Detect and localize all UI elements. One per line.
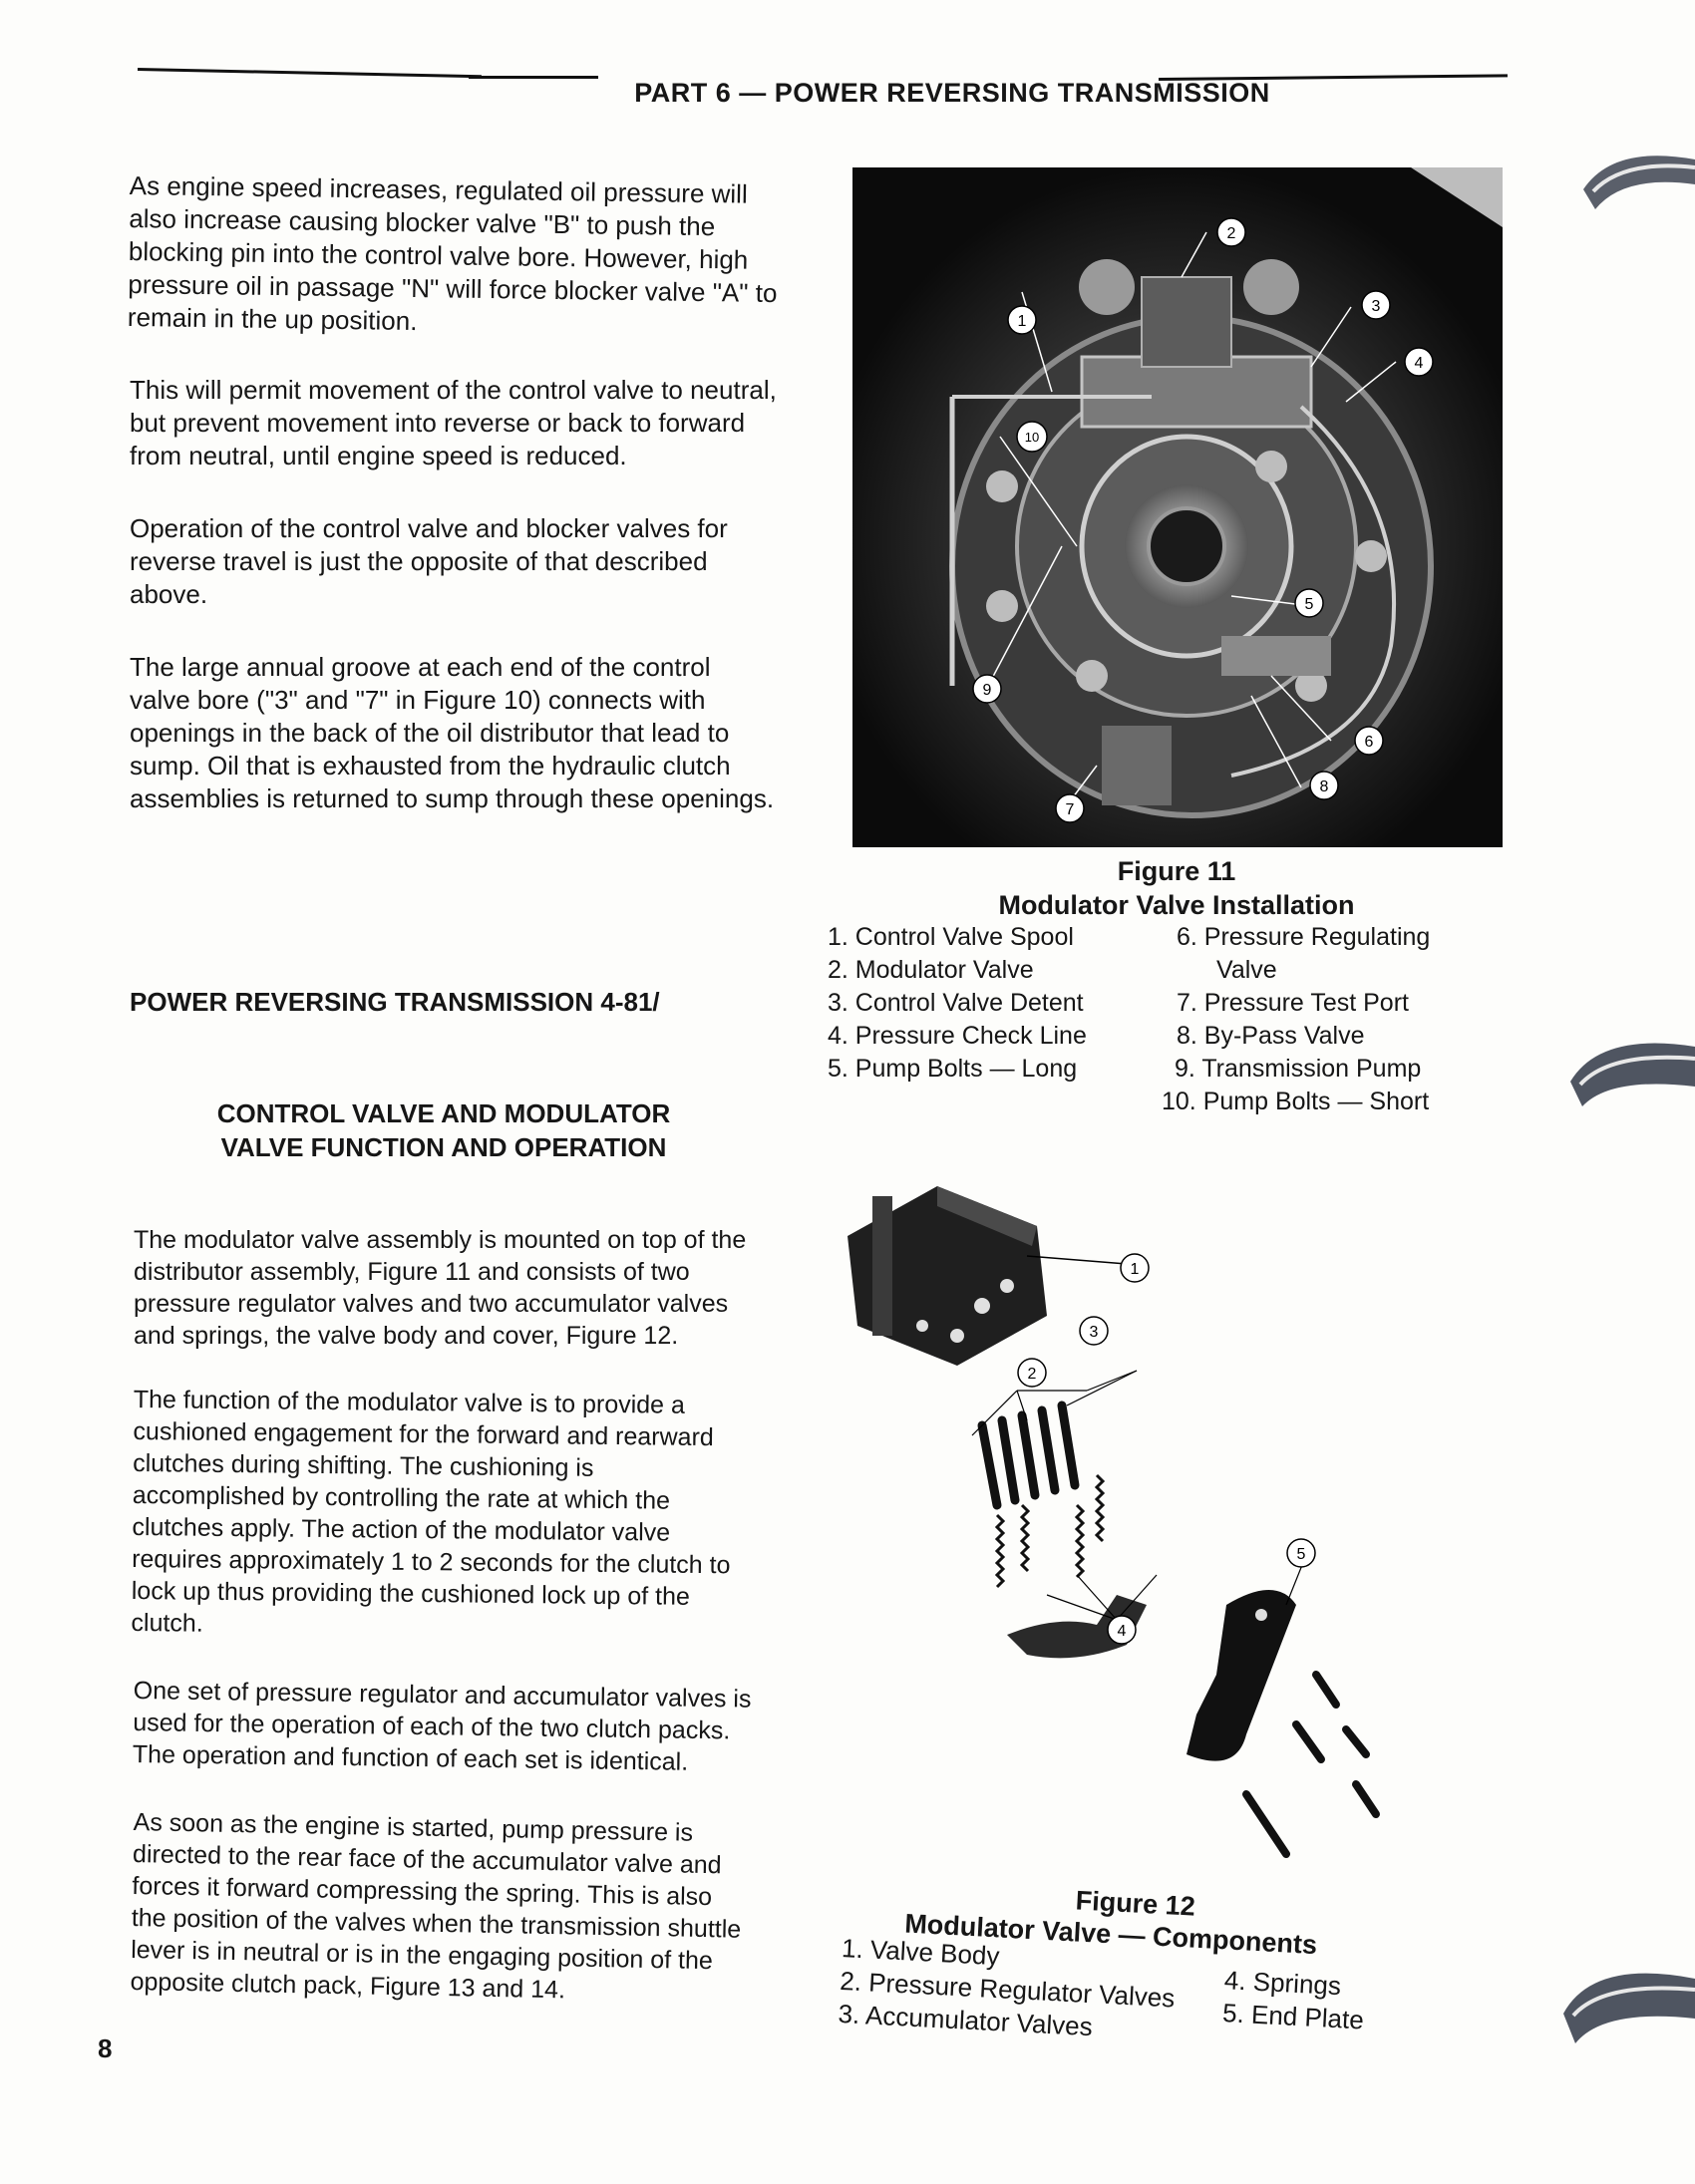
paragraph-5: The modulator valve assembly is mounted … — [134, 1226, 747, 1350]
section-heading-block: POWER REVERSING TRANSMISSION 4-81/ — [130, 985, 788, 1019]
binding-ring-top — [1583, 140, 1695, 234]
svg-text:3: 3 — [1372, 298, 1381, 315]
paragraph-2: This will permit movement of the control… — [130, 375, 777, 470]
callout-7: 7 — [1055, 793, 1085, 823]
legend-item: 6. Pressure Regulating — [1177, 923, 1431, 951]
legend-item: 3. Control Valve Detent — [828, 989, 1084, 1017]
paragraph-1: As engine speed increases, regulated oil… — [127, 169, 778, 337]
header-rule-left — [137, 68, 482, 79]
figure-11-callouts: 1 2 3 4 5 6 7 8 9 10 — [972, 217, 1434, 823]
left-column-bottom: The modulator valve assembly is mounted … — [130, 1224, 752, 2004]
header-rule-left-2 — [469, 76, 598, 79]
section-heading: POWER REVERSING TRANSMISSION 4-81/ — [130, 987, 660, 1017]
page-title: PART 6 — POWER REVERSING TRANSMISSION — [634, 78, 1270, 108]
legend-item: 10. Pump Bolts — Short — [1162, 1088, 1430, 1115]
figure-12-drawing: 1 2 3 4 5 — [818, 1176, 1416, 1884]
header-rule-right — [1158, 74, 1508, 81]
callout-4: 4 — [1107, 1615, 1137, 1645]
callout-1: 1 — [1120, 1253, 1150, 1283]
legend-item: 4. Pressure Check Line — [828, 1022, 1087, 1050]
callout-6: 6 — [1354, 726, 1384, 756]
callout-1: 1 — [1007, 305, 1037, 335]
figure-11-title: Modulator Valve Installation — [998, 890, 1355, 920]
valve-pins — [977, 1401, 1080, 1510]
svg-text:4: 4 — [1415, 355, 1424, 372]
callout-4: 4 — [1404, 347, 1434, 377]
page-header: PART 6 — POWER REVERSING TRANSMISSION — [130, 52, 1508, 112]
bolts — [1242, 1671, 1380, 1858]
svg-text:9: 9 — [983, 682, 992, 699]
svg-text:3: 3 — [1090, 1324, 1099, 1341]
callout-8: 8 — [1309, 771, 1339, 800]
callout-5: 5 — [1286, 1538, 1316, 1568]
legend-item: 5. Pump Bolts — Long — [828, 1055, 1078, 1083]
modulator-exploded-view: 1 2 3 4 5 — [848, 1186, 1380, 1858]
paragraph-7: One set of pressure regulator and accumu… — [132, 1676, 752, 1776]
svg-text:1: 1 — [1018, 313, 1027, 330]
callout-3: 3 — [1361, 290, 1391, 320]
subsection-heading-line2: VALVE FUNCTION AND OPERATION — [220, 1132, 667, 1162]
svg-text:4: 4 — [1118, 1623, 1127, 1640]
figure-11-label: Figure 11 — [1117, 856, 1236, 886]
svg-text:7: 7 — [1066, 801, 1075, 818]
legend-item: 8. By-Pass Valve — [1177, 1022, 1365, 1050]
paragraph-3: Operation of the control valve and block… — [130, 513, 728, 609]
legend-item: 1. Control Valve Spool — [828, 923, 1074, 951]
left-column-top: As engine speed increases, regulated oil… — [127, 169, 788, 815]
legend-item: 9. Transmission Pump — [1175, 1055, 1422, 1083]
valve-body — [848, 1186, 1047, 1366]
legend-item: 5. End Plate — [1221, 1998, 1365, 2035]
callout-10: 10 — [1016, 421, 1048, 453]
legend-item: Valve — [1216, 956, 1277, 984]
page-number: 8 — [98, 2033, 113, 2063]
paragraph-4: The large annual groove at each end of t… — [130, 652, 775, 813]
figure-11-legend: 1. Control Valve Spool 2. Modulator Valv… — [828, 921, 1486, 1130]
binding-ring-middle — [1570, 1027, 1695, 1121]
svg-text:1: 1 — [1131, 1261, 1140, 1278]
callout-3: 3 — [1079, 1316, 1109, 1346]
svg-text:2: 2 — [1028, 1366, 1037, 1383]
callout-2: 2 — [1017, 1358, 1047, 1388]
binding-ring-bottom — [1563, 1954, 1695, 2058]
figure-12-callouts: 1 2 3 4 5 — [1017, 1253, 1316, 1645]
subsection-heading-block: CONTROL VALVE AND MODULATOR VALVE FUNCTI… — [160, 1096, 728, 1164]
paragraph-6: The function of the modulator valve is t… — [131, 1385, 731, 1638]
end-plate — [1186, 1590, 1296, 1761]
figure-11-photo: 1 2 3 4 5 6 7 8 9 10 — [852, 167, 1503, 847]
callout-2: 2 — [1216, 217, 1246, 247]
paragraph-8: As soon as the engine is started, pump p… — [130, 1807, 742, 2005]
transmission-photo: 1 2 3 4 5 6 7 8 9 10 — [852, 167, 1503, 847]
callout-9: 9 — [972, 674, 1002, 704]
svg-text:6: 6 — [1365, 734, 1374, 751]
callout-5: 5 — [1294, 588, 1324, 618]
legend-item: 2. Modulator Valve — [828, 956, 1034, 984]
svg-text:8: 8 — [1320, 779, 1329, 795]
svg-text:5: 5 — [1297, 1546, 1306, 1563]
svg-text:5: 5 — [1305, 596, 1314, 613]
svg-text:10: 10 — [1025, 430, 1039, 445]
subsection-heading-line1: CONTROL VALVE AND MODULATOR — [216, 1098, 671, 1128]
legend-item: 7. Pressure Test Port — [1177, 989, 1409, 1017]
figure-11-caption: Figure 11 Modulator Valve Installation — [917, 855, 1436, 921]
svg-text:2: 2 — [1227, 225, 1236, 242]
springs — [994, 1473, 1106, 1589]
